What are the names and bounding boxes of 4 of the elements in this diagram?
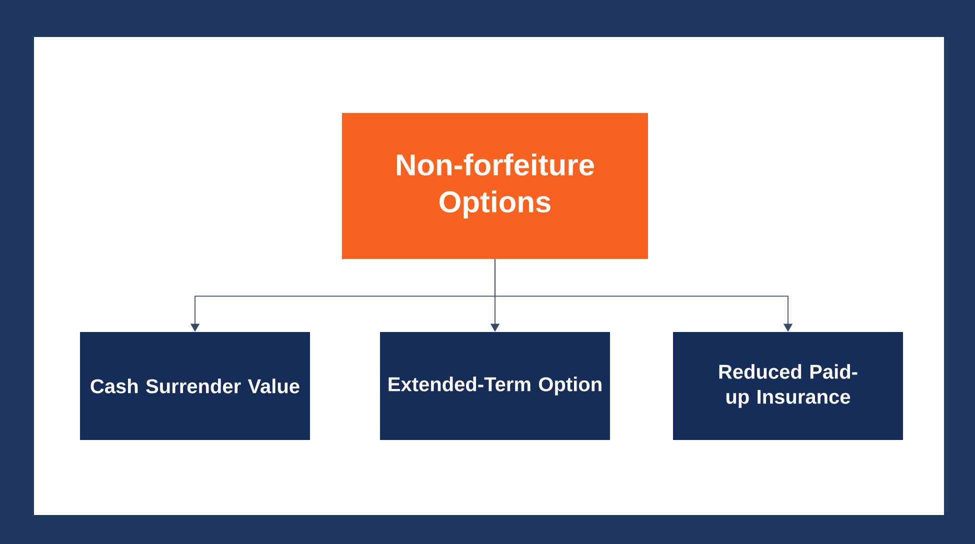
option-box: Extended-Term Option <box>380 332 610 440</box>
option-box: Reduced Paid-up Insurance <box>673 332 903 440</box>
parent-box: Non-forfeiture Options <box>342 113 648 259</box>
option-box: Cash Surrender Value <box>80 332 310 440</box>
